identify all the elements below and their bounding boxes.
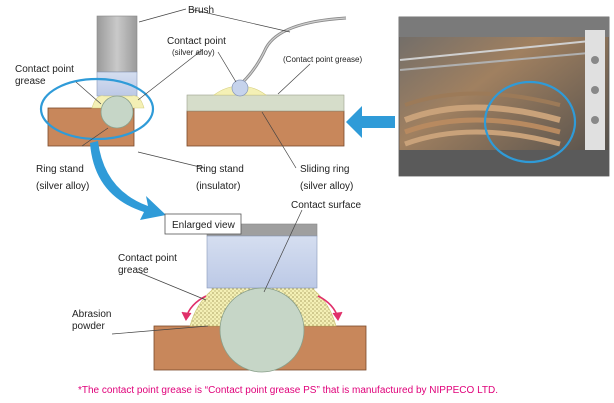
- blue-arrow-down: [90, 141, 166, 220]
- label-sliding-ring-2: (silver alloy): [300, 181, 353, 192]
- footnote: *The contact point grease is “Contact po…: [78, 385, 498, 396]
- photo-highlight-ellipse: [483, 80, 577, 164]
- label-abrasion-powder-2: powder: [72, 321, 105, 332]
- label-sliding-ring-1: Sliding ring: [300, 164, 349, 175]
- label-contact-point-material: (silver alloy): [172, 48, 215, 57]
- enlarged-view: [153, 223, 367, 373]
- label-contact-point: Contact point: [167, 36, 226, 47]
- label-ring-stand-silver-2: (silver alloy): [36, 181, 89, 192]
- label-ring-stand-insulator-2: (insulator): [196, 181, 240, 192]
- enlarged-view-box: [164, 213, 242, 235]
- label-ring-stand-silver-1: Ring stand: [36, 164, 84, 175]
- label-contact-point-grease-left-1: Contact point: [15, 64, 74, 75]
- label-brush: Brush: [188, 5, 214, 16]
- label-ring-stand-insulator-1: Ring stand: [196, 164, 244, 175]
- enlarged-leaders: [111, 209, 303, 335]
- enlarged-brush-tip: [206, 235, 318, 289]
- label-contact-surface: Contact surface: [291, 200, 361, 211]
- label-contact-point-grease-lower-2: grease: [118, 265, 149, 276]
- top-middle-assembly: [186, 16, 347, 147]
- top-left-assembly: [39, 15, 155, 147]
- ring-stand-insulator: [186, 110, 345, 147]
- contact-point-small: [231, 79, 249, 97]
- brush-body: [96, 15, 138, 73]
- blue-arrow-left: [346, 106, 395, 138]
- slip-ring-photo: [398, 16, 610, 177]
- sliding-ring: [186, 94, 345, 112]
- label-contact-point-grease-lower-1: Contact point: [118, 253, 177, 264]
- label-abrasion-powder-1: Abrasion: [72, 309, 111, 320]
- contact-point-ball: [100, 95, 134, 129]
- label-contact-point-grease-top: (Contact point grease): [283, 55, 362, 64]
- label-enlarged-view: Enlarged view: [172, 220, 236, 231]
- enlarged-contact-ball: [219, 287, 305, 373]
- label-contact-point-grease-left-2: grease: [15, 76, 46, 87]
- top-leaders: [75, 8, 311, 169]
- highlight-ellipse: [39, 77, 155, 141]
